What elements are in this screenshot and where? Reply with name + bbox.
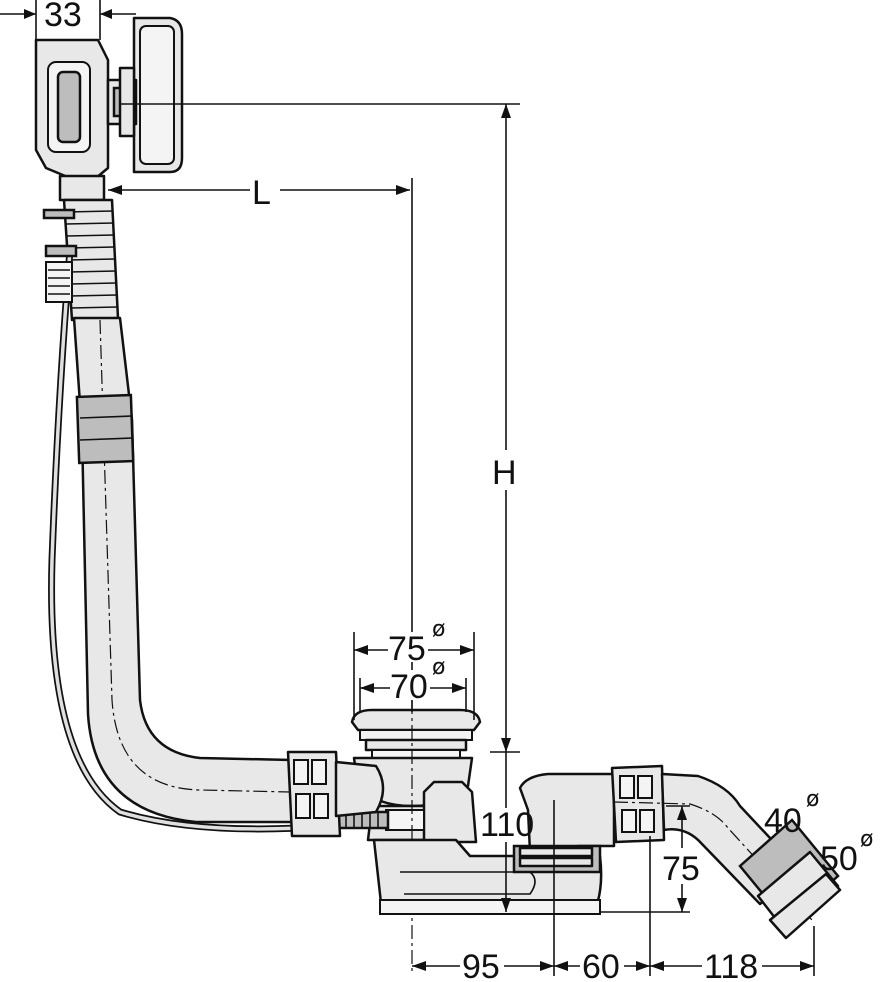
overflow-assembly	[34, 16, 184, 202]
diameter-symbol-40: ø	[806, 787, 819, 812]
dim-outlet-diameter-large: 50	[820, 840, 858, 878]
cable-clip	[42, 208, 78, 303]
dim-horizontal-118: 118	[704, 948, 758, 982]
diameter-symbol-75: ø	[432, 617, 445, 642]
overflow-pipe	[62, 198, 294, 824]
dim-outer-diameter: 75	[388, 630, 426, 668]
dim-overflow-width: 33	[44, 0, 82, 34]
dimension-labels: 33 L H 75 ø 70 ø 110 75 40 ø 50 ø 95 60 …	[44, 0, 873, 982]
dim-outlet-diameter-small: 40	[764, 802, 802, 840]
drain-plug	[350, 708, 482, 732]
dim-horizontal-60: 60	[582, 948, 620, 982]
union-nut-left	[286, 750, 385, 838]
trap-body	[372, 772, 616, 915]
bowden-cable	[42, 208, 334, 833]
bowden-actuator	[422, 780, 478, 844]
dim-height: H	[492, 454, 517, 492]
dim-length: L	[252, 174, 271, 212]
union-nut-right	[610, 764, 666, 844]
riser-pipe	[72, 316, 294, 824]
dim-horizontal-95: 95	[462, 948, 500, 982]
outlet-elbow	[613, 772, 842, 940]
diameter-symbol-50: ø	[860, 827, 873, 852]
diameter-symbol-70: ø	[432, 655, 445, 680]
dimension-lines	[0, 0, 815, 976]
dim-trap-height: 110	[480, 806, 534, 844]
dim-outlet-height: 75	[662, 850, 700, 888]
dim-inner-diameter: 70	[390, 668, 428, 706]
waste-valve	[328, 700, 482, 972]
